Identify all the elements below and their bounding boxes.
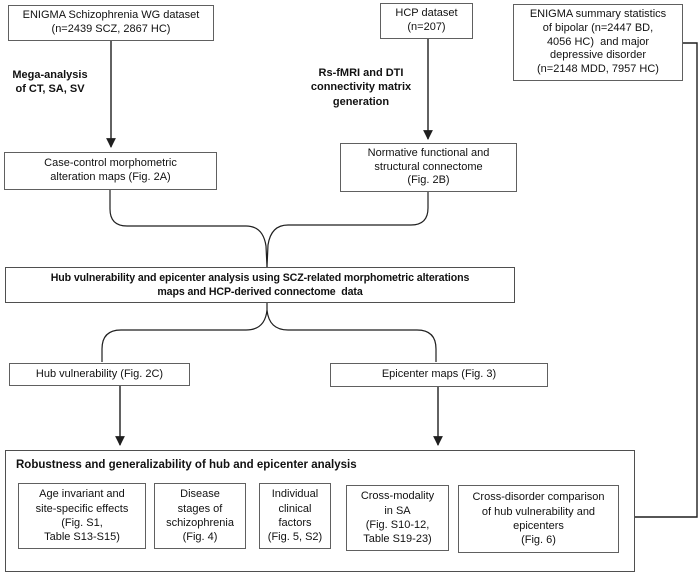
node-hub-epicenter-analysis: Hub vulnerability and epicenter analysis…: [5, 267, 515, 303]
node-epicenter-maps: Epicenter maps (Fig. 3): [330, 363, 548, 387]
node-individual-clinical-factors: Individual clinical factors (Fig. 5, S2): [259, 483, 331, 549]
split-curve-right: [266, 309, 437, 362]
node-cross-modality: Cross-modality in SA (Fig. S10-12, Table…: [346, 485, 449, 551]
node-hcp-dataset: HCP dataset (n=207): [380, 3, 473, 39]
node-age-invariant: Age invariant and site-specific effects …: [18, 483, 146, 549]
node-case-control-maps: Case-control morphometric alteration map…: [4, 152, 217, 190]
node-enigma-scz-dataset: ENIGMA Schizophrenia WG dataset (n=2439 …: [8, 5, 214, 41]
node-enigma-summary-statistics: ENIGMA summary statistics of bipolar (n=…: [513, 4, 683, 81]
edge-label-rsfmri-dti: Rs-fMRI and DTI connectivity matrix gene…: [310, 67, 412, 108]
node-normative-connectome: Normative functional and structural conn…: [340, 143, 517, 192]
merge-curve-right: [266, 192, 429, 268]
split-curve-left: [101, 309, 268, 362]
node-hub-vulnerability: Hub vulnerability (Fig. 2C): [9, 363, 190, 386]
robustness-title: Robustness and generalizability of hub a…: [16, 459, 357, 471]
edge-label-mega-analysis: Mega-analysis of CT, SA, SV: [12, 69, 88, 96]
arrow-enigma-summary-to-cross-disorder: [623, 42, 698, 522]
container-robustness: Robustness and generalizability of hub a…: [5, 450, 635, 572]
node-disease-stages: Disease stages of schizophrenia (Fig. 4): [154, 483, 246, 549]
node-cross-disorder-comparison: Cross-disorder comparison of hub vulnera…: [458, 485, 619, 553]
merge-curve-left: [109, 190, 268, 268]
